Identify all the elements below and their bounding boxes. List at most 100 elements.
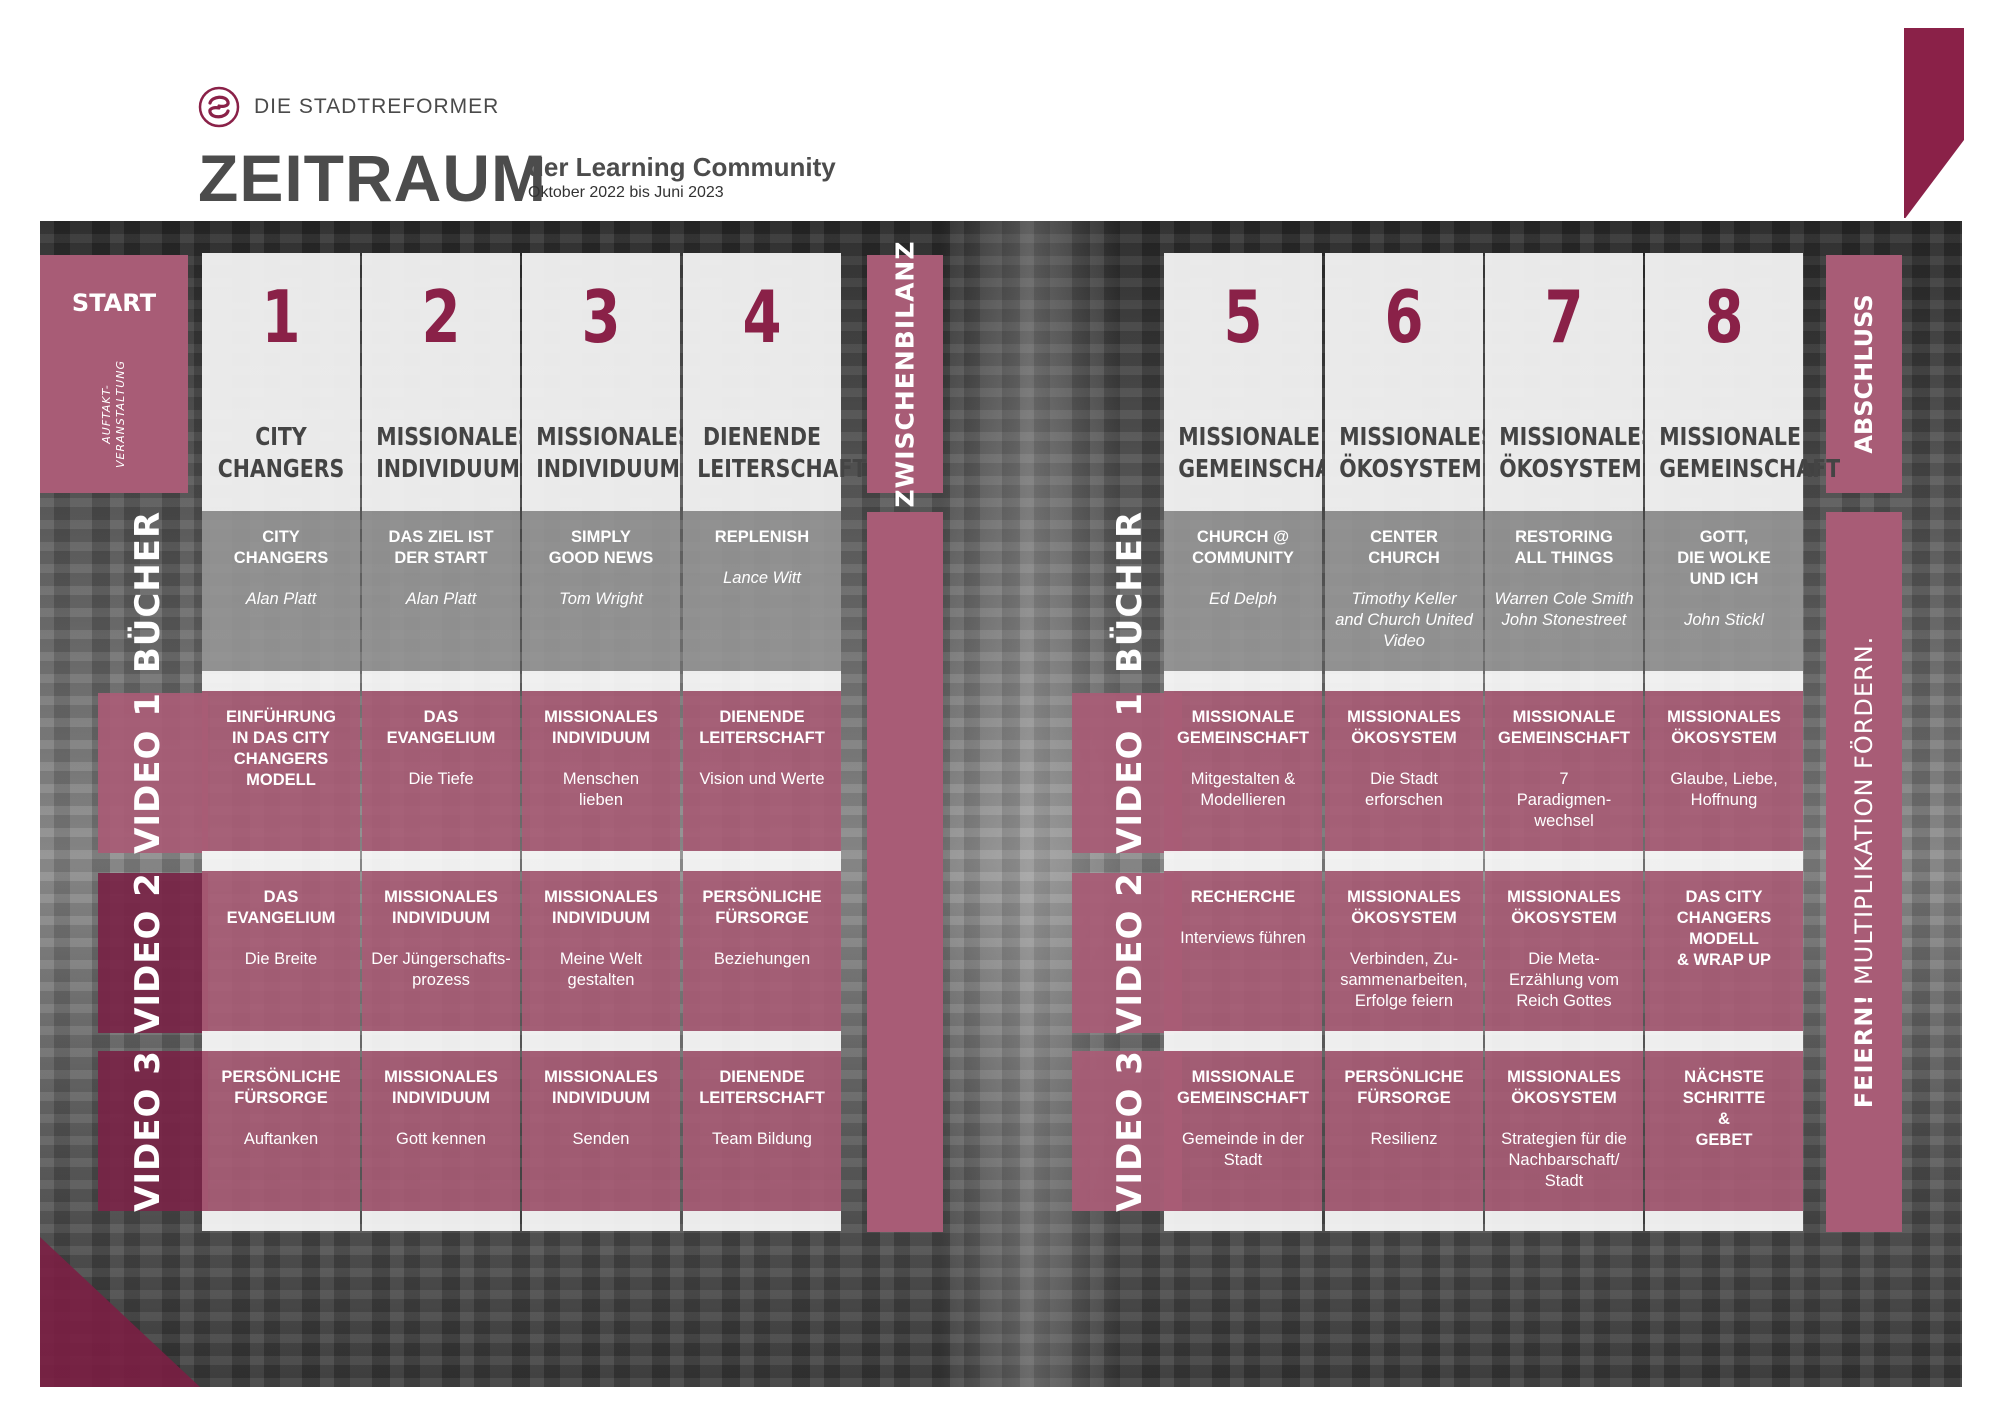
video1-title-line: LEITERSCHAFT xyxy=(699,729,825,747)
row-gap xyxy=(1164,1211,1322,1231)
book-author-line: and Church United xyxy=(1335,611,1473,629)
book-title-line: CITY xyxy=(262,528,300,546)
book-author-line: Tom Wright xyxy=(559,590,643,608)
video2-title-line: DAS xyxy=(263,888,299,906)
video2-band-right xyxy=(1072,873,1182,1033)
video2-subtitle-line: Meine Welt xyxy=(559,950,643,968)
video3-subtitle-line: Stadt xyxy=(1223,1151,1263,1169)
video1-title-line: EINFÜHRUNG xyxy=(226,708,336,726)
video3-title-line: MISSIONALES xyxy=(1507,1068,1621,1086)
video3-title: PERSÖNLICHE FÜRSORGE xyxy=(202,1067,360,1109)
video3-subtitle-line: Auftanken xyxy=(243,1130,319,1148)
video2-subtitle-line: sammenarbeiten, xyxy=(1340,971,1468,989)
video1-title-line: MISSIONALE xyxy=(1191,708,1295,726)
video2-subtitle-line: Die Meta- xyxy=(1528,950,1600,968)
book-title: CHURCH @COMMUNITY xyxy=(1164,527,1322,569)
video2-subtitle: Die Breite xyxy=(202,949,360,970)
video2-subtitle-line: Reich Gottes xyxy=(1516,992,1612,1010)
video2-subtitle-line: Interviews führen xyxy=(1180,929,1306,947)
start-box: START AUFTAKT- VERANSTALTUNG xyxy=(40,255,188,493)
video3-title-line: GEBET xyxy=(1695,1131,1753,1149)
video2-subtitle-line: Erzählung vom xyxy=(1508,971,1620,989)
video3-title-line: PERSÖNLICHE xyxy=(221,1068,341,1086)
zwischenbilanz-label: ZWISCHENBILANZ xyxy=(890,240,920,508)
module-name-line: MISSIONALES xyxy=(376,422,533,451)
row-gap xyxy=(362,1211,520,1231)
video3-title-line: NÄCHSTE xyxy=(1684,1068,1764,1086)
video1-subtitle-line: 7 xyxy=(1559,770,1569,788)
video2-title-line: MISSIONALES xyxy=(544,888,658,906)
row-gap xyxy=(1325,671,1483,691)
row-gap xyxy=(1325,851,1483,871)
video1-subtitle-line: wechsel xyxy=(1534,812,1594,830)
module-number: 1 xyxy=(261,275,301,359)
video1-title: DIENENDE LEITERSCHAFT xyxy=(683,707,841,749)
row-gap xyxy=(1645,671,1803,691)
row-gap xyxy=(683,1031,841,1051)
book-title-line: CHURCH @ xyxy=(1196,528,1290,546)
video2-title-line: MODELL xyxy=(1689,930,1759,948)
brand-name: DIE STADTREFORMER xyxy=(254,95,500,118)
video3-title-line: GEMEINSCHAFT xyxy=(1177,1089,1309,1107)
book-author-line: Warren Cole Smith xyxy=(1494,590,1634,608)
book-author-line: Timothy Keller xyxy=(1351,590,1457,608)
row-gap xyxy=(1645,1031,1803,1051)
row-label-video3-left: VIDEO 3 xyxy=(128,1050,168,1212)
video3-title-line: FÜRSORGE xyxy=(234,1089,328,1107)
video2-title-line: FÜRSORGE xyxy=(715,909,809,927)
book-title-line: RESTORING xyxy=(1515,528,1613,546)
video1-title-line: DIENENDE xyxy=(719,708,805,726)
row-gap xyxy=(522,1211,680,1231)
row-gap xyxy=(1645,851,1803,871)
book-author-line: Lance Witt xyxy=(723,569,801,587)
row-gap xyxy=(362,671,520,691)
corner-flag-cut xyxy=(1904,140,1964,220)
video2-title-line: MISSIONALES xyxy=(1507,888,1621,906)
row-gap xyxy=(1485,671,1643,691)
book-author-line: John Stickl xyxy=(1684,611,1764,629)
module-number: 8 xyxy=(1704,275,1744,359)
book-title-line: CENTER xyxy=(1370,528,1438,546)
module-number: 7 xyxy=(1544,275,1584,359)
row-gap xyxy=(1325,1031,1483,1051)
module-name-line: GEMEINSCHAFT xyxy=(1659,454,1841,483)
book-title-line: UND ICH xyxy=(1689,570,1759,588)
book-title-line: GOTT, xyxy=(1699,528,1749,546)
book-author: John Stickl xyxy=(1645,610,1803,631)
abschluss-bar: ABSCHLUSS xyxy=(1826,255,1902,493)
abschluss-label: ABSCHLUSS xyxy=(1850,294,1878,454)
video3-title-line: INDIVIDUUM xyxy=(391,1089,491,1107)
video3-subtitle-line: Team Bildung xyxy=(712,1130,812,1148)
module-name-line: MISSIONALES xyxy=(1339,422,1496,451)
video3-title-line: SCHRITTE xyxy=(1682,1089,1766,1107)
video2-title-line: RECHERCHE xyxy=(1190,888,1296,906)
module-number: 6 xyxy=(1384,275,1424,359)
start-sub-line2: VERANSTALTUNG xyxy=(114,360,127,468)
row-gap xyxy=(202,1031,360,1051)
book-author: Ed Delph xyxy=(1164,589,1322,610)
video1-subtitle: Vision und Werte xyxy=(683,769,841,790)
book-title: REPLENISH xyxy=(683,527,841,548)
